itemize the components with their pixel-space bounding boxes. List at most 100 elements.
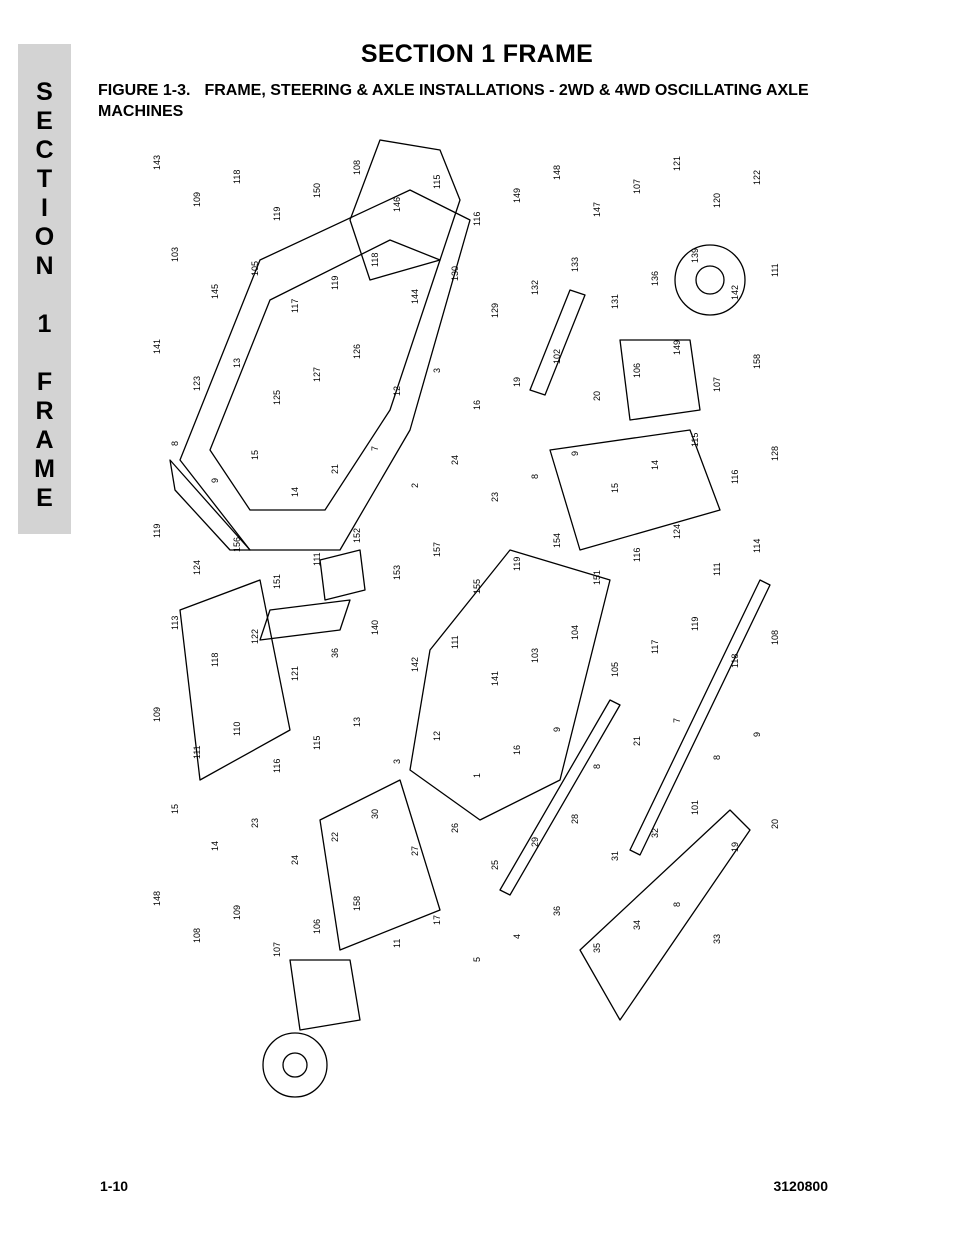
hub-lower bbox=[262, 1032, 328, 1098]
callout-number: 148 bbox=[152, 891, 162, 906]
guard-33 bbox=[579, 809, 751, 1021]
callout-number: 107 bbox=[272, 942, 282, 957]
callout-number: 22 bbox=[330, 832, 340, 842]
callout-number: 25 bbox=[490, 860, 500, 870]
callout-number: 111 bbox=[312, 552, 322, 566]
side-tab-letter: O bbox=[34, 223, 55, 251]
callout-number: 119 bbox=[152, 524, 162, 538]
callout-number: 21 bbox=[632, 736, 642, 746]
callout-number: 5 bbox=[472, 957, 482, 962]
callout-number: 24 bbox=[450, 455, 460, 465]
callout-number: 156 bbox=[232, 537, 242, 552]
callout-number: 109 bbox=[232, 905, 242, 920]
callout-number: 21 bbox=[330, 464, 340, 474]
callout-number: 8 bbox=[530, 474, 540, 479]
callout-number: 113 bbox=[170, 616, 180, 630]
callout-number: 16 bbox=[472, 400, 482, 410]
callout-number: 122 bbox=[752, 170, 762, 185]
callout-labels: 1431091181191501081461151161491481471071… bbox=[152, 155, 780, 962]
callout-number: 148 bbox=[552, 165, 562, 180]
cylinder-103 bbox=[499, 699, 621, 896]
callout-number: 4 bbox=[512, 934, 522, 939]
callout-number: 30 bbox=[370, 809, 380, 819]
callout-number: 36 bbox=[330, 648, 340, 658]
callout-number: 131 bbox=[610, 294, 620, 309]
main-frame-center bbox=[409, 549, 611, 821]
exploded-parts-diagram: 1431091181191501081461151161491481471071… bbox=[152, 139, 780, 1098]
callout-number: 2 bbox=[410, 483, 420, 488]
callout-number: 8 bbox=[672, 902, 682, 907]
callout-number: 12 bbox=[432, 731, 442, 741]
callout-number: 118 bbox=[370, 253, 380, 267]
callout-number: 125 bbox=[272, 390, 282, 405]
callout-number: 120 bbox=[712, 193, 722, 208]
callout-number: 149 bbox=[512, 188, 522, 203]
side-tab-letter: F bbox=[36, 368, 53, 396]
callout-number: 24 bbox=[290, 855, 300, 865]
callout-number: 34 bbox=[632, 920, 642, 930]
callout-number: 115 bbox=[690, 433, 700, 447]
callout-number: 124 bbox=[192, 560, 202, 575]
bracket-131 bbox=[319, 549, 366, 601]
callout-number: 132 bbox=[530, 280, 540, 295]
callout-number: 14 bbox=[210, 841, 220, 851]
callout-number: 8 bbox=[712, 755, 722, 760]
section-title: SECTION 1 FRAME bbox=[360, 40, 594, 68]
callout-number: 115 bbox=[312, 736, 322, 750]
callout-number: 15 bbox=[170, 804, 180, 814]
callout-number: 36 bbox=[552, 906, 562, 916]
callout-number: 13 bbox=[232, 358, 242, 368]
callout-number: 26 bbox=[450, 823, 460, 833]
callout-number: 109 bbox=[192, 192, 202, 207]
callout-number: 149 bbox=[672, 340, 682, 355]
callout-number: 28 bbox=[570, 814, 580, 824]
callout-number: 123 bbox=[192, 376, 202, 391]
callout-number: 3 bbox=[432, 368, 442, 373]
callout-number: 114 bbox=[752, 539, 762, 553]
hub-upper-center bbox=[695, 265, 725, 295]
callout-number: 12 bbox=[392, 386, 402, 396]
callout-number: 108 bbox=[192, 928, 202, 943]
callout-number: 107 bbox=[632, 179, 642, 194]
side-tab-letter: 1 bbox=[37, 310, 52, 338]
figure-title: FIGURE 1-3.FRAME, STEERING & AXLE INSTAL… bbox=[98, 80, 818, 122]
upper-bracket bbox=[349, 139, 461, 281]
cylinder-136 bbox=[259, 599, 351, 641]
side-tab-letter: R bbox=[35, 397, 54, 425]
callout-number: 16 bbox=[512, 745, 522, 755]
callout-number: 33 bbox=[712, 934, 722, 944]
callout-number: 9 bbox=[752, 732, 762, 737]
side-tab-letter: N bbox=[35, 252, 54, 280]
steer-cylinder-upper bbox=[529, 289, 586, 396]
side-tab-letter: E bbox=[36, 107, 53, 135]
callout-number: 116 bbox=[632, 548, 642, 562]
callout-number: 15 bbox=[610, 483, 620, 493]
callout-number: 152 bbox=[352, 528, 362, 543]
callout-number: 153 bbox=[392, 565, 402, 580]
side-tab-letter: T bbox=[36, 165, 53, 193]
callout-number: 32 bbox=[650, 828, 660, 838]
callout-number: 107 bbox=[712, 377, 722, 392]
callout-number: 117 bbox=[290, 299, 300, 313]
callout-number: 122 bbox=[250, 629, 260, 644]
upper-frame-body bbox=[179, 189, 471, 551]
callout-number: 119 bbox=[690, 617, 700, 631]
callout-number: 130 bbox=[450, 266, 460, 281]
callout-number: 157 bbox=[432, 542, 442, 557]
callout-number: 117 bbox=[650, 640, 660, 654]
callout-number: 1 bbox=[472, 773, 482, 778]
callout-number: 20 bbox=[592, 391, 602, 401]
callout-number: 17 bbox=[432, 915, 442, 925]
callout-number: 27 bbox=[410, 846, 420, 856]
callout-number: 118 bbox=[730, 654, 740, 668]
axle-box-lower bbox=[319, 779, 441, 951]
callout-number: 154 bbox=[552, 533, 562, 548]
callout-number: 15 bbox=[250, 450, 260, 460]
callout-number: 3 bbox=[392, 759, 402, 764]
side-tab-letter: M bbox=[34, 455, 55, 483]
callout-number: 7 bbox=[370, 446, 380, 451]
callout-number: 104 bbox=[570, 625, 580, 640]
callout-number: 126 bbox=[352, 344, 362, 359]
callout-number: 115 bbox=[432, 175, 442, 189]
callout-number: 142 bbox=[410, 657, 420, 672]
